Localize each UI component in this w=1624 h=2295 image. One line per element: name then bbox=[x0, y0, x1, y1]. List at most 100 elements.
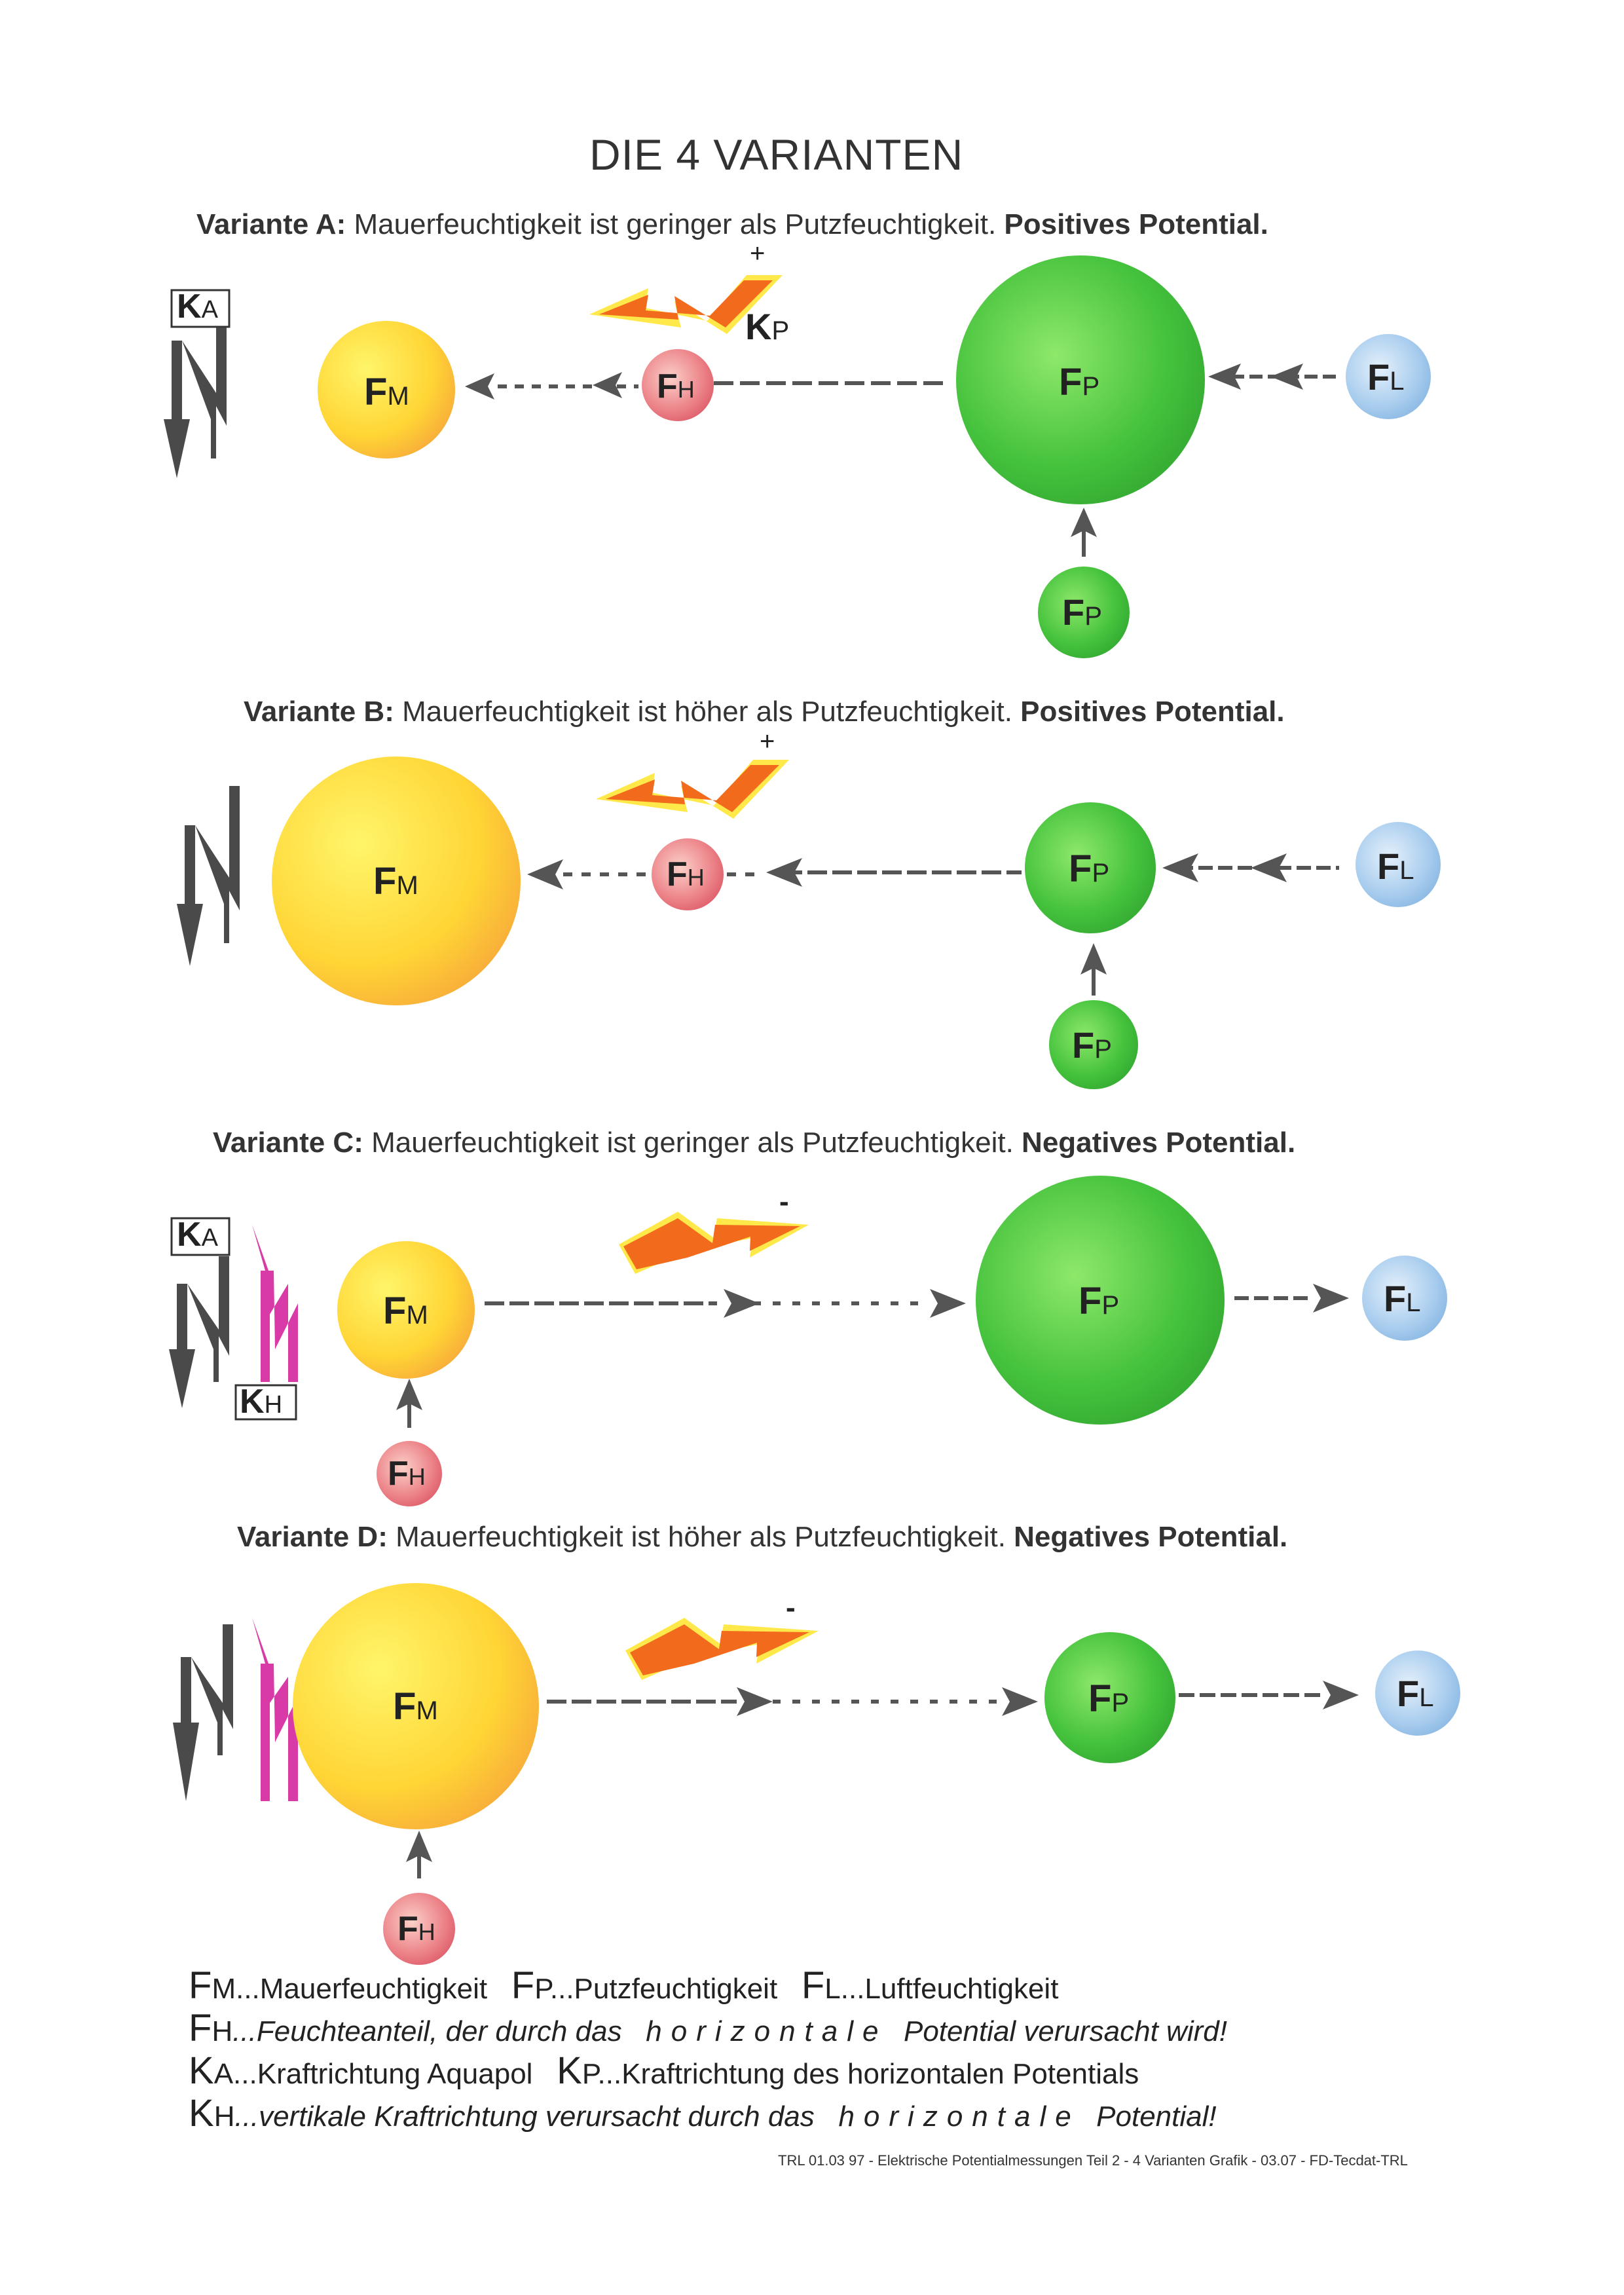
legend-fp-symbol: FP bbox=[511, 1964, 550, 2007]
kh-bolt-up-icon bbox=[252, 1225, 298, 1382]
fh-label-a: FH bbox=[657, 367, 695, 405]
legend-line-2: FH...Feuchteanteil, der durch das horizo… bbox=[189, 2006, 1227, 2050]
fp-circle-large bbox=[956, 255, 1205, 504]
variant-c-potential: Negatives Potential. bbox=[1022, 1127, 1296, 1159]
kp-bolt-left-icon-b bbox=[596, 760, 789, 819]
variant-c-diagram bbox=[169, 1176, 1447, 1506]
ka-bolt-down-icon-d bbox=[173, 1624, 233, 1801]
fl-circle bbox=[1362, 1256, 1447, 1341]
variant-d-prefix: Variante D: bbox=[237, 1521, 388, 1553]
fl-label-c: FL bbox=[1384, 1278, 1421, 1319]
page-title: DIE 4 VARIANTEN bbox=[589, 130, 964, 179]
variant-a-potential: Positives Potential. bbox=[1004, 208, 1268, 240]
fh-circle bbox=[383, 1893, 455, 1965]
legend-fh-spaced: horizontale bbox=[646, 2015, 888, 2047]
fm-label-c: FM bbox=[383, 1290, 428, 1332]
fp-small-label-b: FP bbox=[1072, 1024, 1112, 1066]
variant-a-arrowheads bbox=[465, 364, 1303, 537]
fh-label-c: FH bbox=[388, 1455, 426, 1493]
fh-circle bbox=[652, 838, 724, 910]
variant-b-arrowheads bbox=[527, 853, 1287, 975]
variant-d-arrowheads bbox=[406, 1681, 1359, 1862]
fp-circle-small bbox=[1038, 567, 1130, 658]
ka-box-c bbox=[170, 1217, 231, 1256]
fl-circle bbox=[1356, 822, 1441, 907]
legend-fh-text-a: ...Feuchteanteil, der durch das bbox=[232, 2015, 622, 2047]
legend-ka-text: ...Kraftrichtung Aquapol bbox=[233, 2058, 533, 2090]
ka-bolt-down-icon-c bbox=[169, 1256, 229, 1408]
fh-circle bbox=[377, 1441, 442, 1506]
fp-circle-large bbox=[976, 1176, 1225, 1425]
footer-reference: TRL 01.03 97 - Elektrische Potentialmess… bbox=[778, 2152, 1408, 2169]
legend-line-3: KA...Kraftrichtung Aquapol KP...Kraftric… bbox=[189, 2049, 1139, 2093]
legend-line-4: KH...vertikale Kraftrichtung verursacht … bbox=[189, 2091, 1217, 2135]
variant-c-arrowheads bbox=[396, 1284, 1349, 1410]
kh-box bbox=[234, 1384, 297, 1421]
fm-label-d: FM bbox=[393, 1685, 438, 1728]
legend-fl-text: ...Luftfeuchtigkeit bbox=[840, 1973, 1059, 2005]
ka-bolt-down-icon bbox=[164, 327, 227, 478]
variant-a-diagram bbox=[164, 255, 1431, 658]
fm-circle bbox=[318, 321, 455, 458]
variant-a-heading: Variante A: Mauerfeuchtigkeit ist gering… bbox=[196, 208, 1268, 241]
kp-bolt-right-icon-c bbox=[619, 1212, 809, 1274]
fp-label-a: FP bbox=[1059, 361, 1100, 403]
fp-small-label-a: FP bbox=[1062, 591, 1102, 633]
minus-sign-d: - bbox=[786, 1592, 796, 1624]
fp-circle-small bbox=[1049, 1000, 1138, 1089]
minus-sign-c: - bbox=[779, 1185, 789, 1218]
fh-label-b: FH bbox=[667, 855, 705, 893]
legend-kh-symbol: KH bbox=[189, 2092, 235, 2135]
legend-fp-text: ...Putzfeuchtigkeit bbox=[549, 1973, 778, 2005]
legend-fm-symbol: FM bbox=[189, 1964, 236, 2007]
legend-line-1: FM...Mauerfeuchtigkeit FP...Putzfeuchtig… bbox=[189, 1964, 1058, 2007]
variant-c-text: Mauerfeuchtigkeit ist geringer als Putzf… bbox=[363, 1127, 1022, 1159]
variant-a-prefix: Variante A: bbox=[196, 208, 346, 240]
variant-b-prefix: Variante B: bbox=[244, 696, 394, 728]
kh-label-c: KH bbox=[240, 1383, 283, 1421]
variant-a-text: Mauerfeuchtigkeit ist geringer als Putzf… bbox=[346, 208, 1005, 240]
fp-label-c: FP bbox=[1079, 1280, 1120, 1322]
fh-circle bbox=[642, 349, 714, 421]
fp-circle-large bbox=[1025, 802, 1156, 933]
ka-label-c: KA bbox=[177, 1216, 218, 1254]
legend-fl-symbol: FL bbox=[801, 1964, 841, 2007]
kh-bolt-up-icon-d bbox=[252, 1618, 298, 1801]
fm-circle bbox=[337, 1241, 475, 1379]
legend-kp-symbol: KP bbox=[557, 2049, 598, 2092]
fh-label-d: FH bbox=[397, 1910, 435, 1948]
kp-bolt-right-icon-d bbox=[625, 1618, 819, 1680]
variant-d-potential: Negatives Potential. bbox=[1014, 1521, 1288, 1553]
fm-label-b: FM bbox=[373, 860, 418, 903]
plus-sign-b: + bbox=[760, 727, 775, 756]
variant-b-heading: Variante B: Mauerfeuchtigkeit ist höher … bbox=[244, 696, 1285, 728]
fp-circle-large bbox=[1044, 1632, 1175, 1763]
variant-b-potential: Positives Potential. bbox=[1020, 696, 1285, 728]
variant-c-heading: Variante C: Mauerfeuchtigkeit ist gering… bbox=[213, 1127, 1295, 1159]
fp-label-b: FP bbox=[1069, 848, 1110, 890]
variant-d-heading: Variante D: Mauerfeuchtigkeit ist höher … bbox=[237, 1521, 1287, 1554]
variant-d-diagram bbox=[173, 1583, 1460, 1965]
variant-d-text: Mauerfeuchtigkeit ist höher als Putzfeuc… bbox=[387, 1521, 1014, 1553]
ka-bolt-down-icon-b bbox=[177, 786, 240, 966]
legend-fh-symbol: FH bbox=[189, 2007, 233, 2049]
fl-circle bbox=[1346, 334, 1431, 419]
fl-circle bbox=[1375, 1651, 1460, 1736]
fl-label-b: FL bbox=[1377, 846, 1414, 887]
variant-b-text: Mauerfeuchtigkeit ist höher als Putzfeuc… bbox=[394, 696, 1021, 728]
fm-label-a: FM bbox=[364, 371, 409, 413]
ka-box bbox=[170, 289, 231, 328]
kp-label-a: KP bbox=[745, 306, 790, 347]
fl-label-d: FL bbox=[1397, 1673, 1434, 1714]
legend-fh-text-b: Potential verursacht wird! bbox=[903, 2015, 1227, 2047]
fp-label-d: FP bbox=[1088, 1677, 1130, 1720]
kp-bolt-left-icon bbox=[589, 275, 783, 334]
legend-ka-symbol: KA bbox=[189, 2049, 234, 2092]
legend-kh-text-a: ...vertikale Kraftrichtung verursacht du… bbox=[234, 2100, 815, 2133]
variant-d-arrows bbox=[417, 1693, 1323, 1878]
fm-circle bbox=[293, 1583, 539, 1829]
legend-kh-text-b: Potential! bbox=[1096, 2100, 1217, 2133]
plus-sign-a: + bbox=[750, 239, 766, 268]
